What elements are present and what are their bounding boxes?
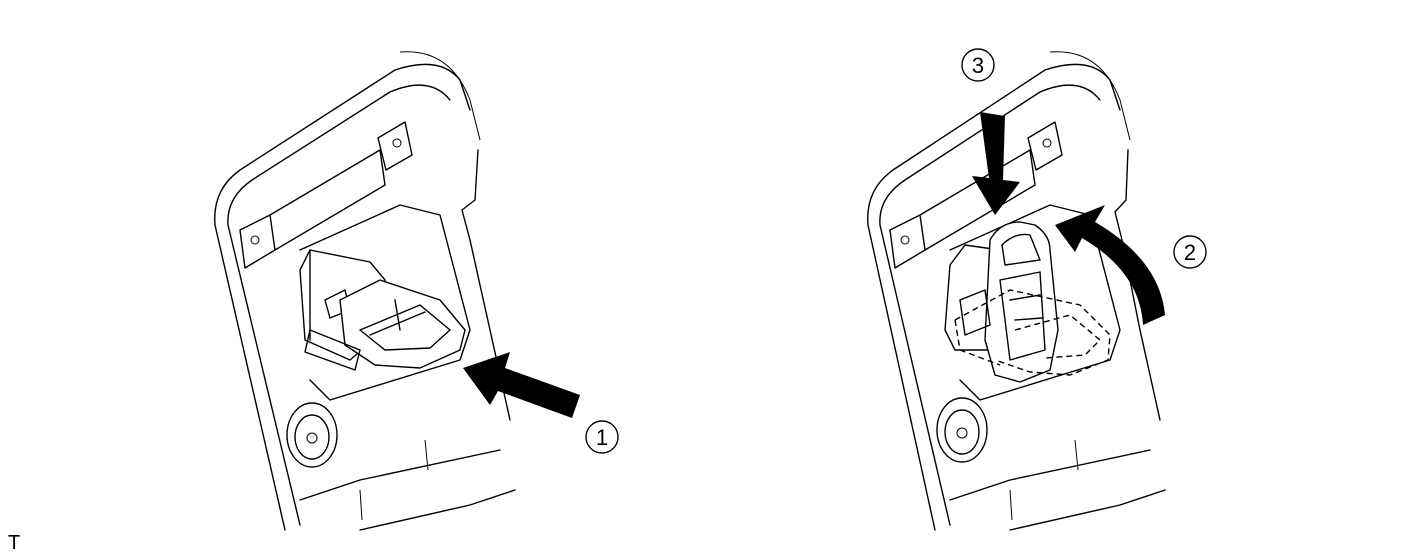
step-3-badge: 3 [961, 48, 995, 82]
corner-mark: T [8, 532, 21, 554]
step-3-number: 3 [972, 53, 984, 78]
step-1-badge: 1 [585, 420, 619, 454]
step-2-rotate-arrow [1055, 205, 1165, 325]
step-2-number: 2 [1184, 240, 1196, 265]
right-latch-part-rotated [944, 221, 1059, 383]
step-1-push-arrow [463, 352, 580, 418]
right-seat-back-outline [867, 51, 1166, 531]
left-latch-part [299, 249, 466, 371]
left-panel-view: 1 [214, 51, 619, 531]
right-latch-original-position-dashed [954, 289, 1111, 376]
left-seat-back-outline [214, 51, 516, 531]
step-3-push-down-arrow [972, 112, 1020, 215]
step-2-badge: 2 [1173, 235, 1207, 269]
step-1-number: 1 [596, 425, 608, 450]
right-panel-view: 2 3 [867, 48, 1207, 531]
